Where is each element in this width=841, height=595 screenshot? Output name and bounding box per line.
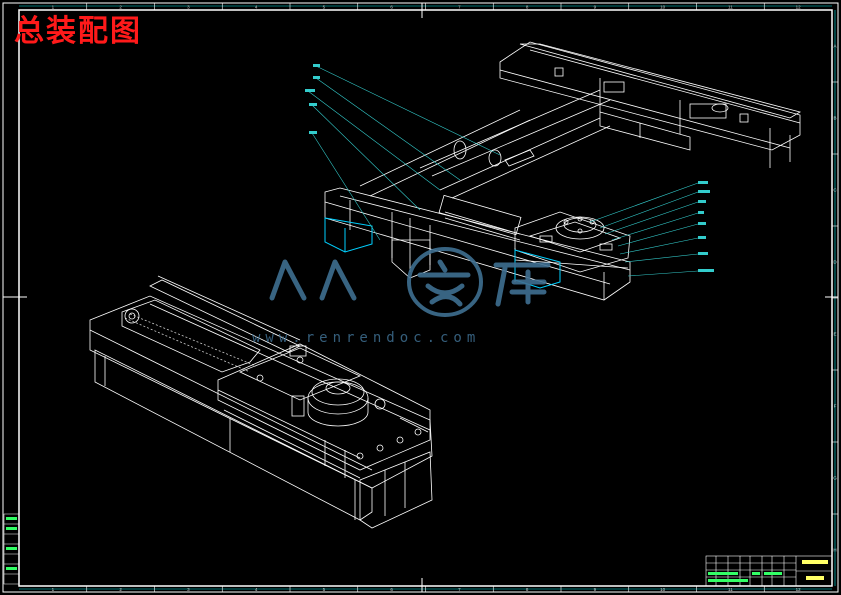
drawing-title: 总装配图 <box>14 14 142 49</box>
zone-column-label: 6 <box>390 5 393 10</box>
zone-column-label: 12 <box>796 587 802 592</box>
zone-column-label: 7 <box>458 587 461 592</box>
zone-row-label: F <box>834 404 837 409</box>
zone-column-label: 5 <box>323 5 326 10</box>
zone-column-label: 2 <box>119 587 122 592</box>
watermark-url: www.renrendoc.com <box>252 330 481 346</box>
zone-column-label: 2 <box>119 5 122 10</box>
zone-column-label: 8 <box>526 5 529 10</box>
zone-column-label: 7 <box>458 5 461 10</box>
zone-column-label: 5 <box>323 587 326 592</box>
zone-column-label: 4 <box>255 587 258 592</box>
side-record-fills <box>6 517 17 570</box>
watermark-logo <box>269 247 551 317</box>
title-block-fills <box>708 572 782 582</box>
zone-row-label: E <box>833 332 836 337</box>
zone-column-label: 1 <box>52 5 55 10</box>
zone-column-label: 9 <box>594 587 597 592</box>
leader-lines <box>307 65 699 277</box>
title-block-names <box>802 560 828 580</box>
zone-column-label: 1 <box>52 587 55 592</box>
side-record-block <box>3 513 20 585</box>
zone-row-label: B <box>833 116 836 121</box>
zone-row-label: A <box>833 44 836 49</box>
zone-row-label: H <box>833 548 836 553</box>
zone-column-label: 3 <box>187 587 190 592</box>
zone-column-label: 11 <box>728 587 733 592</box>
zone-column-label: 9 <box>594 5 597 10</box>
lower-assembly <box>89 275 433 529</box>
leader-tags <box>305 64 714 272</box>
zone-row-label: C <box>833 188 837 193</box>
zone-column-label: 4 <box>255 5 258 10</box>
zone-column-label: 10 <box>660 5 666 10</box>
upper-assembly <box>324 41 802 301</box>
zone-row-label: D <box>833 260 837 265</box>
zone-column-label: 10 <box>660 587 666 592</box>
zone-column-label: 3 <box>187 5 190 10</box>
zone-column-label: 6 <box>390 587 393 592</box>
zone-row-label: G <box>833 476 837 481</box>
zone-column-label: 12 <box>796 5 802 10</box>
zone-column-label: 11 <box>728 5 733 10</box>
zone-column-label: 8 <box>526 587 529 592</box>
highlight-section <box>324 217 561 289</box>
